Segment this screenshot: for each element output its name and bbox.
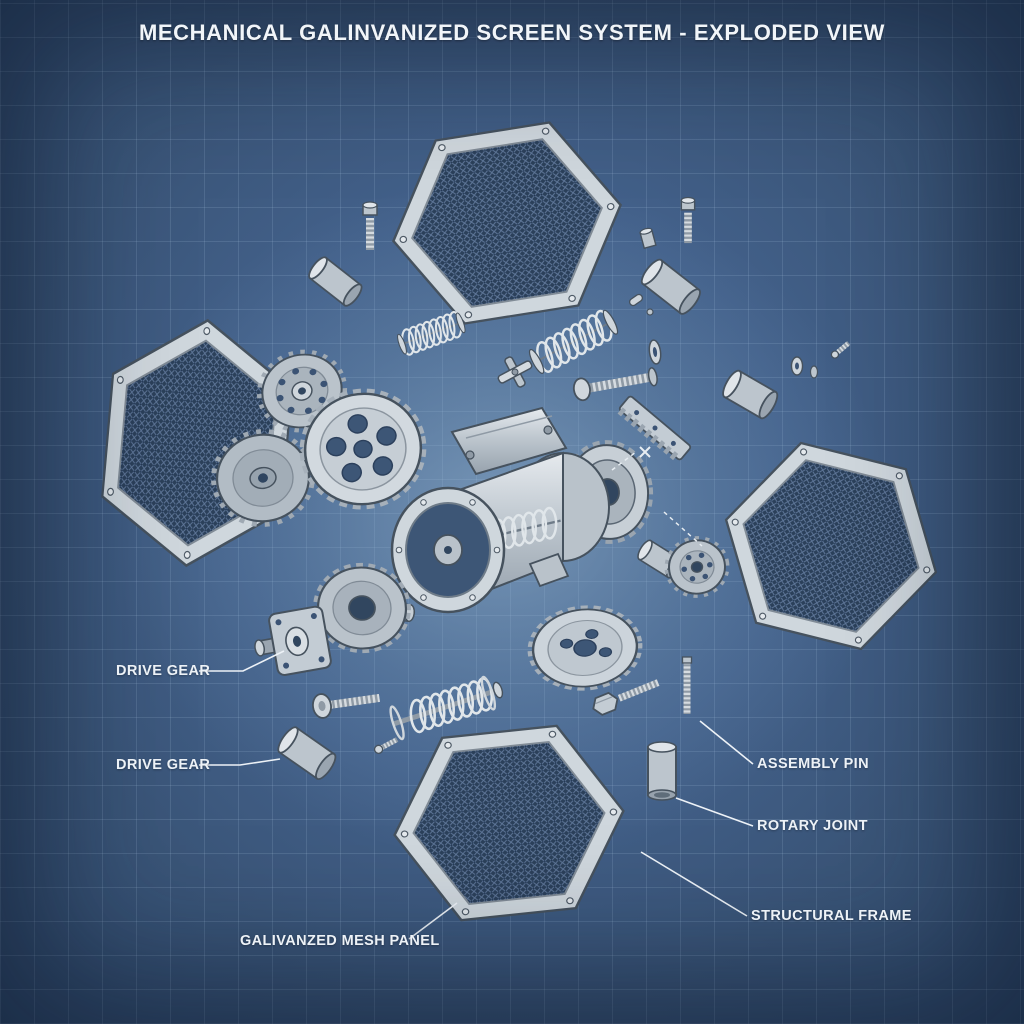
roller-top-right [640,258,701,315]
leader-drive-gear-upper [199,650,285,672]
tiny-bolt [373,737,399,754]
leader-structural-frame [640,851,748,917]
rotary-joint [647,741,677,801]
pin-pair [628,293,654,316]
sprocket-gear-upper [256,349,348,433]
bolt-bottom-left [312,693,380,719]
sprocket-gear-right [664,536,730,598]
flange-plate-drive-gear [254,605,332,676]
screw-top-left [362,201,378,250]
roller-drive-lower [277,726,337,780]
label-assembly-pin: ASSEMBLY PIN [757,756,869,772]
washer-disc [648,339,662,365]
long-bolt-right [572,367,658,402]
gear-bottom-center [527,605,643,691]
leader-rotary-joint [675,797,754,827]
spring-top-mid [527,305,622,378]
gear-lower-left [313,562,416,654]
diagram-title: MECHANICAL GALINVANIZED SCREEN SYSTEM - … [138,20,886,45]
leader-drive-gear-lower [199,758,281,766]
rack-gear [617,395,692,463]
leader-lines [199,650,754,940]
small-cylinder-top [639,227,657,250]
assembly-pin [681,656,693,714]
sprocket-gear-lower [211,429,315,527]
label-drive-gear-upper: DRIVE GEAR [116,663,211,679]
front-bearing-ring [390,486,506,614]
label-drive-gear-lower: DRIVE GEAR [116,757,211,773]
hex-bolt-bottom [592,679,660,716]
label-galvanized-mesh-panel: GALIVANZED MESH PANEL [240,933,440,949]
roller-right [722,369,779,420]
tiny-screw-right [830,341,851,359]
spring-bottom [389,673,504,741]
t-handle-fitting [497,356,533,388]
label-structural-frame: STRUCTURAL FRAME [751,908,912,924]
alignment-marks [611,446,703,547]
leader-mesh-panel [408,902,458,940]
roller-top-left [308,256,363,307]
label-rotary-joint: ROTARY JOINT [757,818,868,834]
spoked-drive-gear [299,388,427,510]
spring-top-left [394,308,469,359]
leader-assembly-pin [699,720,754,765]
screw-top-right [680,196,696,244]
small-washers-right [790,356,819,379]
central-drive-assembly [390,406,654,614]
